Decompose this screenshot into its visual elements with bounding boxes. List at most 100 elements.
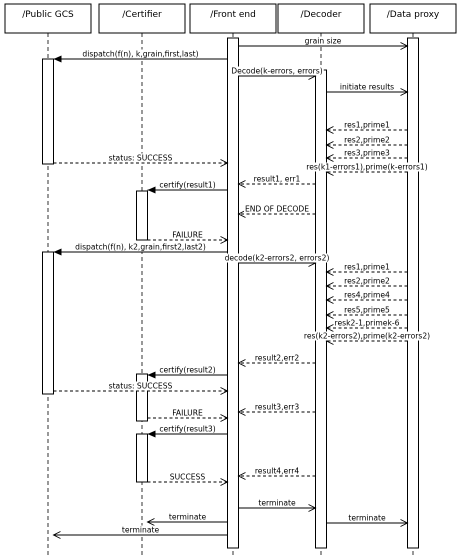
label-backing bbox=[343, 276, 392, 286]
message-31: terminate bbox=[326, 513, 409, 527]
participant-gcs: /Public GCS bbox=[4, 3, 92, 34]
message-label: dispatch(f(n), k2,grain,first2,last2) bbox=[75, 243, 206, 252]
arrowhead-filled-icon bbox=[53, 55, 62, 63]
participant-headers: /Public GCS/Certifier/Front end/Decoder/… bbox=[4, 3, 457, 34]
label-backing bbox=[343, 135, 392, 145]
message-13: dispatch(f(n), k2,grain,first2,last2) bbox=[53, 242, 228, 256]
label-backing bbox=[107, 381, 174, 391]
arrowhead-open-icon bbox=[325, 296, 334, 304]
label-backing bbox=[230, 66, 324, 76]
message-label: terminate bbox=[348, 514, 386, 523]
activation-bar-cert bbox=[136, 373, 148, 422]
label-backing bbox=[158, 424, 217, 434]
message-label: res(k2-errors2),prime(k2-errors2) bbox=[304, 332, 430, 341]
message-11: END OF DECODE bbox=[237, 204, 316, 218]
label-backing bbox=[107, 153, 174, 163]
arrowhead-open-icon bbox=[325, 311, 334, 319]
message-label: result3,err3 bbox=[255, 403, 300, 412]
message-17: res4,prime4 bbox=[325, 290, 408, 304]
arrowhead-open-icon bbox=[237, 210, 246, 218]
arrowhead-open-icon bbox=[325, 126, 334, 134]
message-29: terminate bbox=[238, 498, 317, 512]
message-0: grain size bbox=[238, 36, 409, 50]
participant-label: /Front end bbox=[210, 10, 256, 20]
arrowhead-filled-icon bbox=[53, 248, 62, 256]
messages: grain size dispatch(f(n), k,grain,first,l… bbox=[52, 36, 432, 539]
message-label: decode(k2-errors2, errors2) bbox=[225, 254, 330, 263]
participant-label: /Certifier bbox=[122, 10, 162, 20]
message-20: res(k2-errors2),prime(k2-errors2) bbox=[302, 331, 432, 345]
message-label: res1,prime1 bbox=[344, 263, 390, 272]
label-backing bbox=[252, 174, 302, 184]
arrowhead-open-icon bbox=[220, 236, 229, 244]
message-5: res2,prime2 bbox=[325, 135, 408, 149]
arrowhead-open-icon bbox=[400, 88, 409, 96]
participant-cert: /Certifier bbox=[98, 3, 186, 34]
label-backing bbox=[167, 512, 208, 522]
activation-bar-gcs bbox=[42, 251, 54, 395]
message-label: initiate results bbox=[340, 83, 394, 92]
message-label: result2,err2 bbox=[255, 354, 300, 363]
arrowhead-open-icon bbox=[325, 154, 334, 162]
arrowhead-open-icon bbox=[237, 359, 246, 367]
label-backing bbox=[338, 82, 396, 92]
arrowhead-open-icon bbox=[308, 504, 317, 512]
message-30: terminate bbox=[146, 512, 228, 526]
label-backing bbox=[303, 36, 343, 46]
activation-bar-proxy bbox=[407, 37, 419, 549]
message-27: result4,err4 bbox=[237, 466, 316, 480]
message-32: terminate bbox=[52, 525, 228, 539]
message-label: certify(result3) bbox=[159, 425, 215, 434]
label-backing bbox=[253, 466, 301, 476]
message-3: initiate results bbox=[326, 82, 409, 96]
label-backing bbox=[81, 49, 200, 59]
message-label: res1,prime1 bbox=[344, 121, 390, 130]
arrowhead-filled-icon bbox=[147, 186, 156, 194]
arrowhead-open-icon bbox=[325, 141, 334, 149]
arrowhead-open-icon bbox=[220, 387, 229, 395]
message-label: result1, err1 bbox=[254, 175, 301, 184]
message-21: result2,err2 bbox=[237, 353, 316, 367]
message-label: END OF DECODE bbox=[245, 205, 309, 214]
message-label: dispatch(f(n), k,grain,first,last) bbox=[82, 50, 198, 59]
message-14: decode(k2-errors2, errors2) bbox=[223, 253, 331, 267]
message-label: terminate bbox=[258, 499, 296, 508]
message-label: FAILURE bbox=[172, 409, 203, 418]
activation-bar-front bbox=[227, 37, 239, 549]
arrowhead-filled-icon bbox=[147, 371, 156, 379]
message-label: Decode(k-errors, errors) bbox=[231, 67, 322, 76]
label-backing bbox=[253, 353, 301, 363]
label-backing bbox=[347, 513, 387, 523]
label-backing bbox=[302, 331, 432, 341]
message-label: status: SUCCESS bbox=[109, 154, 173, 163]
label-backing bbox=[253, 402, 301, 412]
label-backing bbox=[223, 253, 331, 263]
message-9: result1, err1 bbox=[237, 174, 316, 188]
label-backing bbox=[243, 204, 311, 214]
message-24: result3,err3 bbox=[237, 402, 316, 416]
message-label: res(k1-errors1),prime(k-errors1) bbox=[306, 163, 427, 172]
message-label: terminate bbox=[169, 513, 207, 522]
activation-bar-dec bbox=[315, 69, 327, 549]
message-18: res5,prime5 bbox=[325, 305, 408, 319]
message-16: res2,prime2 bbox=[325, 276, 408, 290]
participant-dec: /Decoder bbox=[277, 3, 365, 34]
message-label: res3,prime3 bbox=[344, 149, 390, 158]
label-backing bbox=[168, 472, 207, 482]
label-backing bbox=[343, 305, 392, 315]
message-label: res2,prime2 bbox=[344, 277, 390, 286]
message-26: certify(result3) bbox=[147, 424, 228, 438]
label-backing bbox=[343, 290, 392, 300]
message-8: res(k1-errors1),prime(k-errors1) bbox=[305, 162, 429, 176]
label-backing bbox=[257, 498, 297, 508]
arrowhead-open-icon bbox=[220, 159, 229, 167]
message-23: status: SUCCESS bbox=[53, 381, 229, 395]
message-7: res3,prime3 bbox=[325, 148, 408, 162]
label-backing bbox=[343, 120, 392, 130]
label-backing bbox=[343, 148, 392, 158]
message-label: grain size bbox=[305, 37, 342, 46]
arrowhead-open-icon bbox=[237, 408, 246, 416]
arrowhead-open-icon bbox=[52, 531, 61, 539]
message-label: res4,prime4 bbox=[344, 291, 390, 300]
